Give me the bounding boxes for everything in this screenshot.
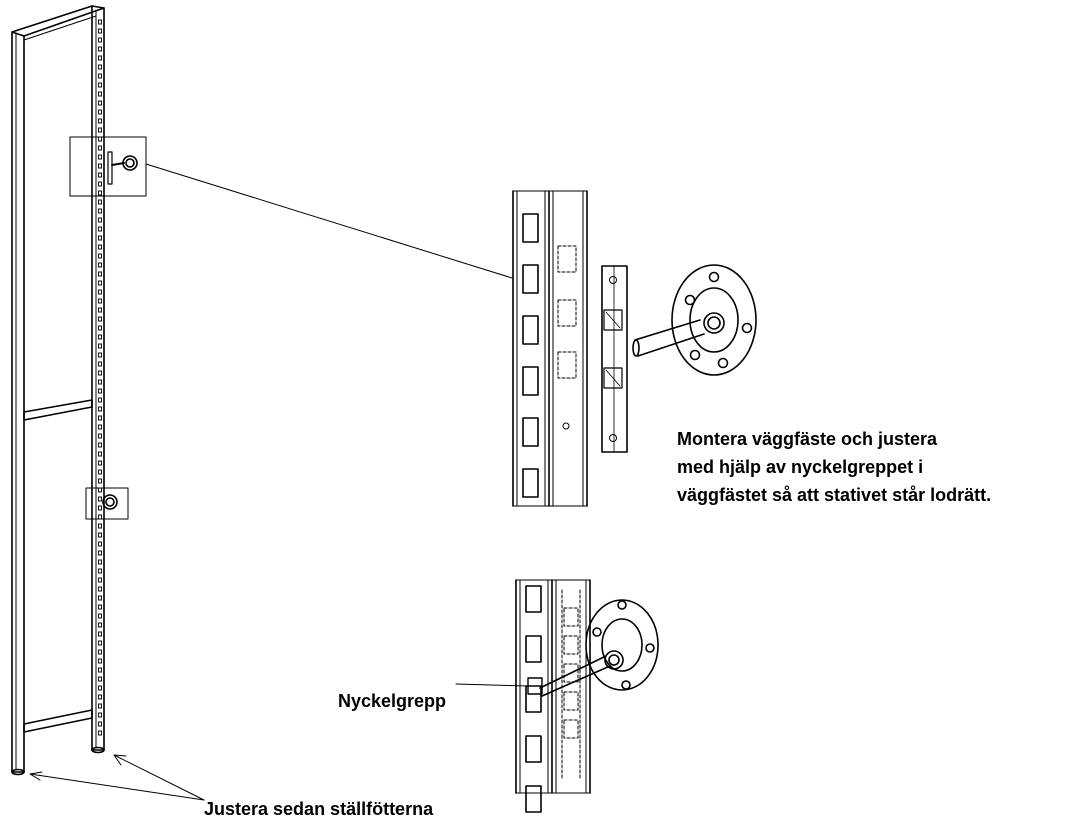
detail-box-upper	[69, 136, 147, 197]
wall-mount-small-lower	[102, 494, 118, 510]
instruction-line-2: med hjälp av nyckelgreppet i	[677, 457, 924, 477]
detail-box-lower	[85, 487, 129, 520]
bracket-plate	[601, 265, 628, 453]
rack-frame	[11, 5, 105, 776]
wall-flange-assembled	[527, 599, 659, 697]
wall-mount-small-upper	[107, 151, 138, 185]
mounting-instructions: Montera väggfäste och justera med hjälp …	[677, 425, 991, 509]
key-grip-label: Nyckelgrepp	[338, 691, 447, 711]
feet-arrows	[29, 754, 205, 801]
wall-flange	[671, 264, 757, 376]
instruction-line-3: väggfästet så att stativet står lodrätt.	[677, 485, 992, 505]
threaded-rod	[632, 319, 705, 357]
rack-hole-column	[98, 19, 102, 736]
detail-leader-line	[145, 163, 513, 279]
key-grip-leader-line	[455, 683, 529, 687]
rail-detail-upper	[512, 190, 588, 507]
rail-detail-lower	[515, 579, 591, 813]
adjust-feet-label: Justera sedan ställfötterna	[204, 799, 434, 819]
instruction-line-1: Montera väggfäste och justera	[677, 429, 938, 449]
